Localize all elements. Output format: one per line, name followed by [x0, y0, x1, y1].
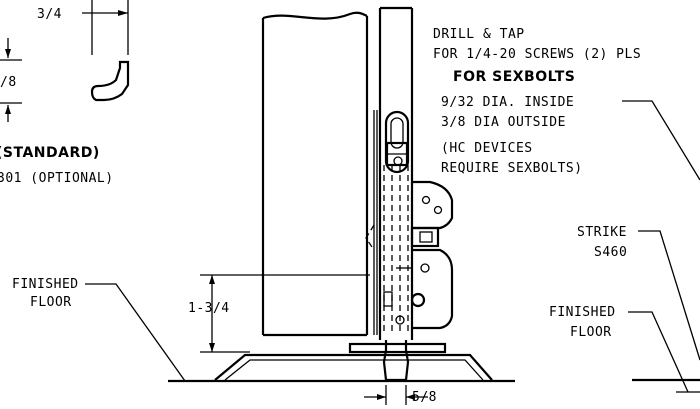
dim-three-quarter-text: 3/4: [37, 7, 62, 22]
dim-height: 1-3/4: [188, 274, 370, 353]
frame-post: [373, 6, 414, 340]
bracket-plate: [383, 180, 454, 330]
dim-bottom: 5/8: [364, 385, 437, 405]
strike-line2: S460: [594, 245, 627, 260]
standard-label: (STANDARD): [0, 145, 100, 161]
finished-floor-right-line2: FLOOR: [570, 325, 612, 340]
drill-note-line2: FOR 1/4-20 SCREWS (2) PLS: [433, 47, 641, 62]
bolt-assembly: [384, 110, 410, 174]
profile-detail: [90, 60, 130, 102]
door-panel: [261, 11, 369, 337]
dim-bottom-text: 5/8: [412, 390, 437, 405]
finished-floor-right: FINISHED FLOOR: [549, 305, 700, 393]
strike-callout: STRIKE S460: [577, 225, 700, 361]
drill-note-line1: DRILL & TAP: [433, 27, 525, 42]
finished-floor-left-line1: FINISHED: [12, 277, 79, 292]
finished-floor-left-line2: FLOOR: [30, 295, 72, 310]
dia-outside-note: 3/8 DIA OUTSIDE: [441, 115, 566, 130]
dim-eighth-text: /8: [0, 75, 17, 90]
dim-height-text: 1-3/4: [188, 301, 230, 316]
for-sexbolts-note: FOR SEXBOLTS: [453, 69, 575, 85]
concealed-rods: [365, 165, 409, 335]
dia-leader: [622, 100, 700, 181]
hc-devices-note-line2: REQUIRE SEXBOLTS): [441, 161, 583, 176]
optional-label: 301 (OPTIONAL): [0, 171, 114, 186]
dia-inside-note: 9/32 DIA. INSIDE: [441, 95, 574, 110]
hc-devices-note-line1: (HC DEVICES: [441, 141, 533, 156]
finished-floor-right-line1: FINISHED: [549, 305, 616, 320]
floor-base: [214, 340, 493, 382]
strike-line1: STRIKE: [577, 225, 627, 240]
dim-eighth: /8: [0, 38, 22, 122]
finished-floor-left: FINISHED FLOOR: [12, 277, 186, 382]
dim-three-quarter: 3/4: [37, 0, 129, 55]
